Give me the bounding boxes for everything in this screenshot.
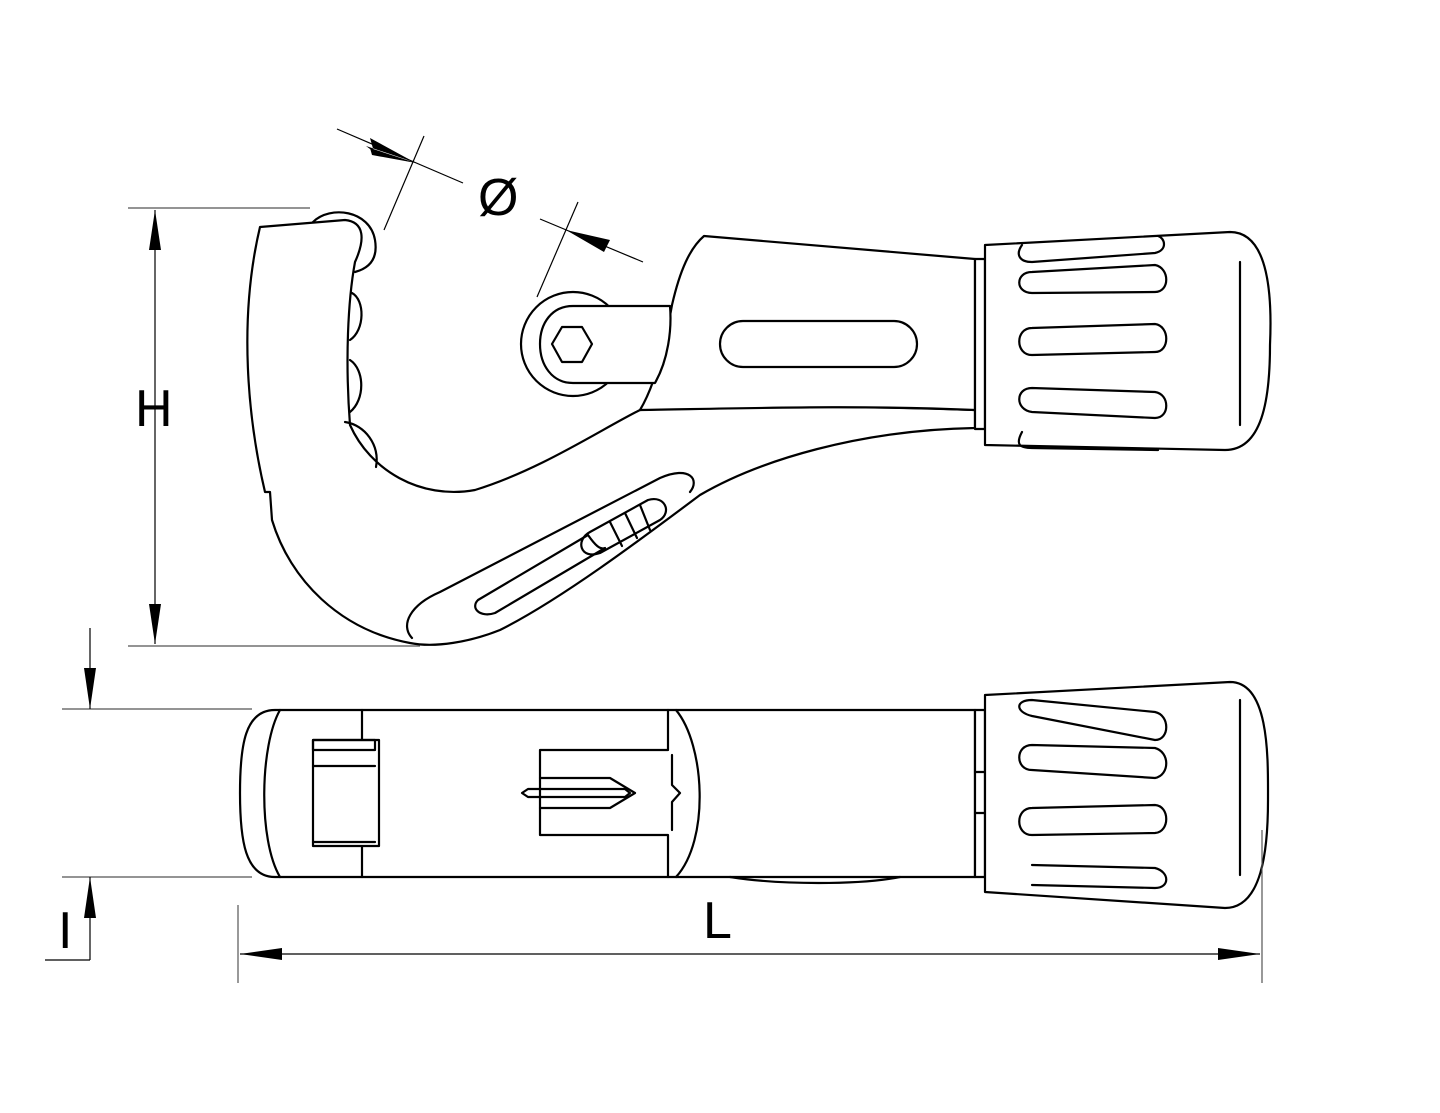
- label-diameter: Ø: [478, 169, 519, 227]
- slide-housing: [638, 234, 977, 412]
- label-width: I: [58, 902, 73, 960]
- roller-top: [311, 211, 377, 274]
- label-height: H: [135, 380, 173, 438]
- adjust-knob-top: [973, 680, 1270, 910]
- handle-groove: [406, 472, 695, 640]
- blade-holder: [538, 708, 670, 879]
- adjust-knob-side: [973, 230, 1272, 452]
- blade: [538, 776, 637, 810]
- label-length: L: [703, 892, 732, 950]
- slider-grip: [580, 498, 668, 556]
- hook-body: [246, 218, 977, 646]
- housing-slot: [718, 319, 919, 369]
- holder-notch: [670, 753, 682, 832]
- dimension-i: [45, 628, 252, 961]
- roller-2: [348, 291, 363, 342]
- grip-line: [608, 520, 624, 548]
- roller-4: [343, 420, 378, 469]
- grip-line: [623, 511, 639, 540]
- wheel-arm: [538, 304, 672, 385]
- roller-block: [311, 738, 381, 848]
- roller-3: [348, 358, 363, 414]
- side-view: [246, 211, 1272, 646]
- top-view: [238, 680, 1270, 910]
- dimension-h: [128, 207, 420, 647]
- thumb-slider: [474, 533, 607, 616]
- roller-flange: [311, 738, 377, 752]
- dimension-l: [237, 830, 1263, 983]
- wheel-bottom: [728, 875, 902, 885]
- grip-line: [638, 503, 652, 532]
- housing-curve: [674, 708, 701, 879]
- hex-bolt-icon: [550, 325, 594, 364]
- blade-pin: [520, 787, 632, 799]
- dimension-diameter: [336, 128, 644, 298]
- top-end-curve: [263, 708, 282, 879]
- top-body: [238, 708, 977, 879]
